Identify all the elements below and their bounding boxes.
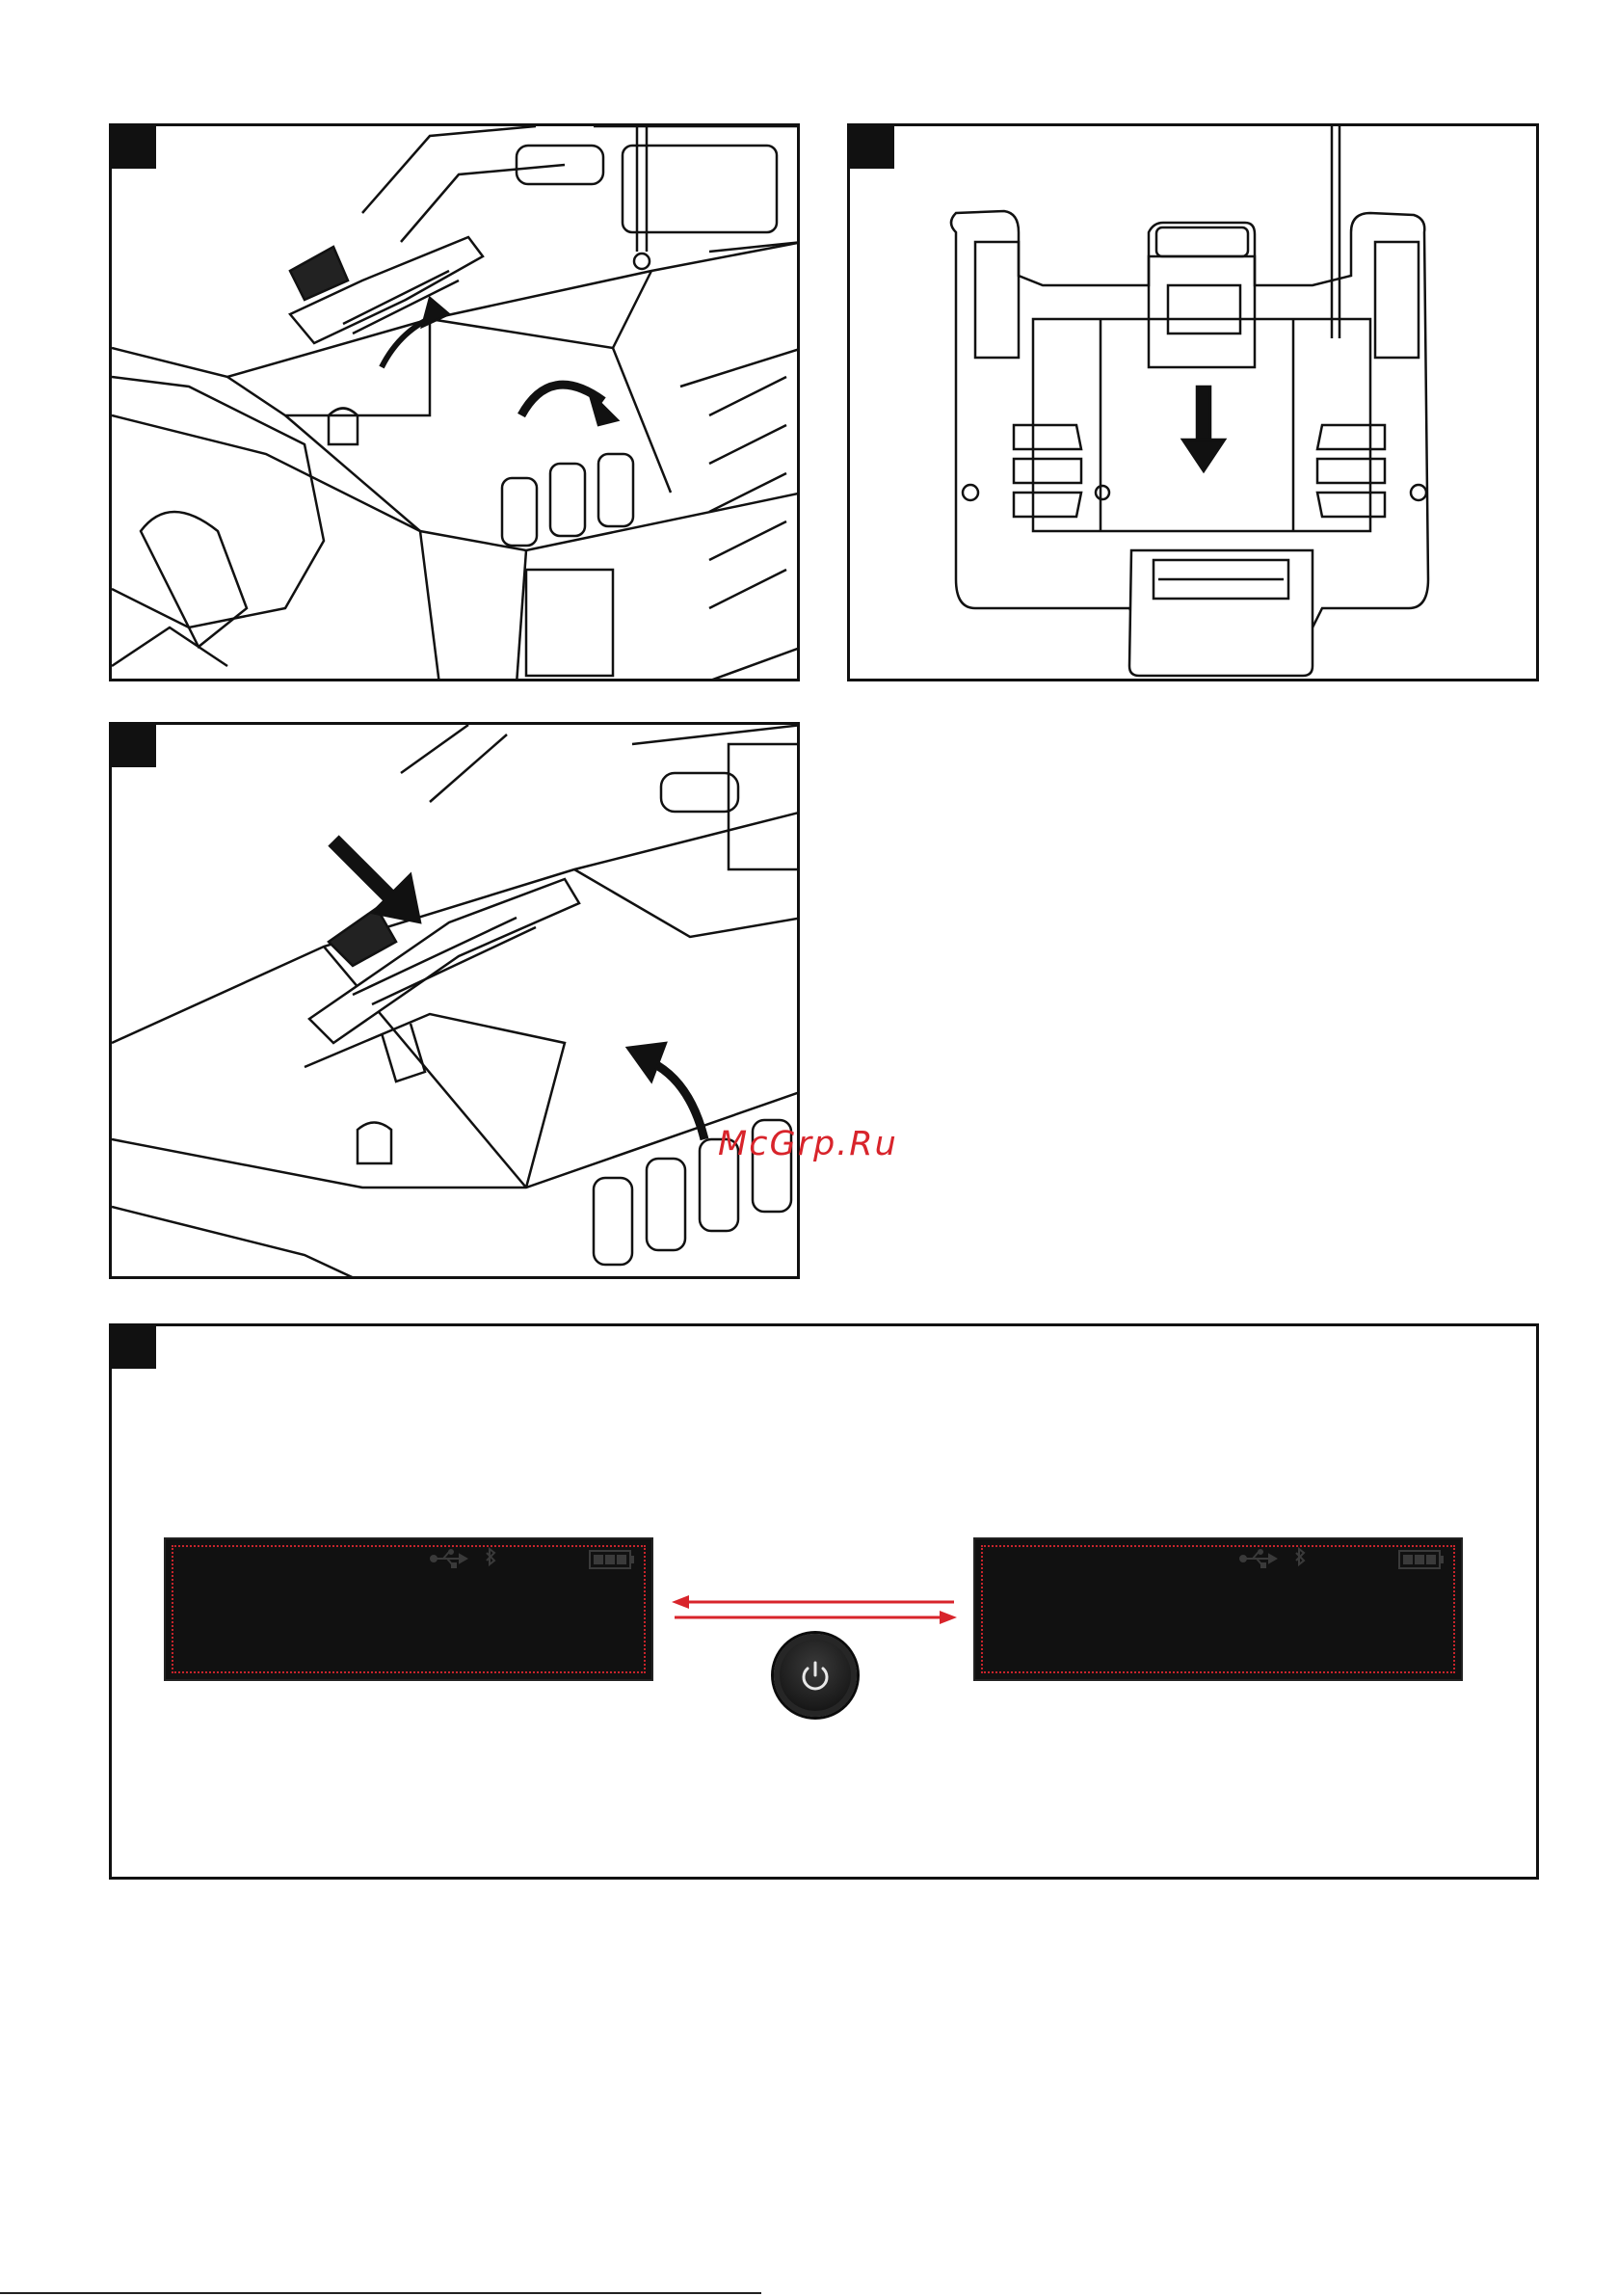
figure-2-panel [847,123,1539,681]
battery-icon [590,1551,634,1568]
figure-3-illustration [112,725,800,1279]
figure-number-tag [112,1326,156,1369]
bluetooth-icon [1296,1549,1304,1564]
display-screen-left [164,1537,653,1681]
figure-2-illustration [850,126,1539,681]
footer-rule [0,2292,761,2294]
display-screen-right [973,1537,1463,1681]
usb-icon [431,1550,466,1567]
figure-1-illustration [112,126,800,681]
usb-icon [1240,1550,1276,1567]
power-icon [774,1634,857,1717]
figure-3-panel [109,722,800,1279]
figure-1-panel [109,123,800,681]
power-button[interactable] [774,1634,857,1717]
watermark-text: McGrp.Ru [718,1125,898,1163]
bluetooth-icon [487,1549,494,1564]
toggle-arrows-icon [670,1590,959,1629]
battery-icon [1399,1551,1444,1568]
